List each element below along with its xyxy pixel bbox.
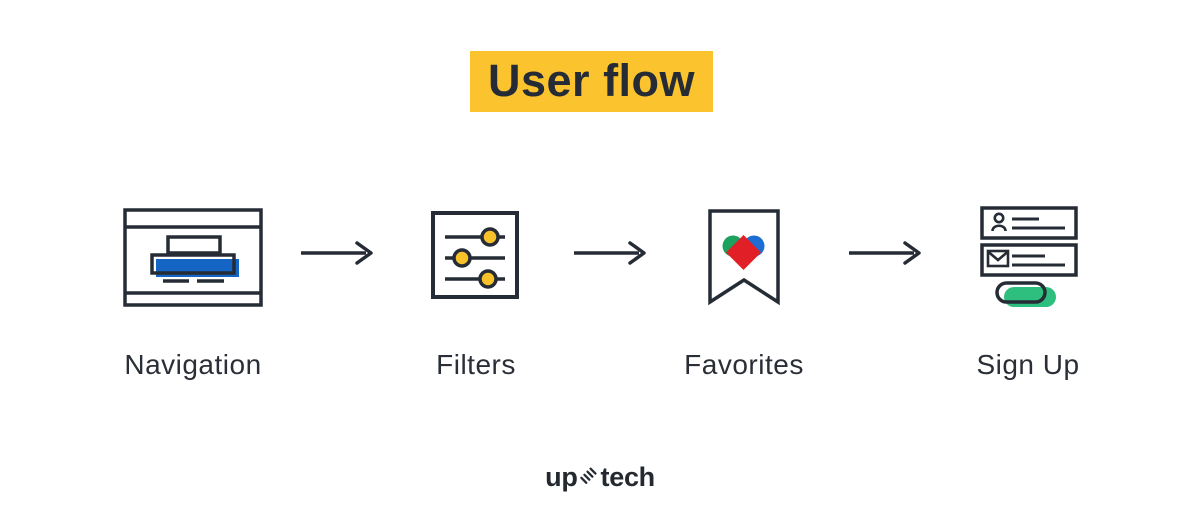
flow-arrow (849, 241, 921, 265)
filter-sliders-icon (431, 211, 519, 299)
browser-navigation-icon (123, 208, 263, 307)
logo-text-up: up (545, 462, 578, 492)
step-label-favorites: Favorites (684, 349, 804, 380)
page-title: User flow (470, 51, 714, 112)
flow-arrow (574, 241, 646, 265)
logo-text-tech: tech (600, 462, 656, 492)
uptech-logo-mark-icon (580, 467, 597, 484)
step-label-signup: Sign Up (976, 349, 1080, 380)
uptech-logo: up tech (545, 462, 655, 493)
step-label-navigation: Navigation (124, 349, 262, 380)
step-label-filters: Filters (436, 349, 516, 380)
flow-arrow (301, 241, 373, 265)
signup-form-icon (980, 206, 1078, 307)
bookmark-heart-icon (708, 209, 780, 306)
